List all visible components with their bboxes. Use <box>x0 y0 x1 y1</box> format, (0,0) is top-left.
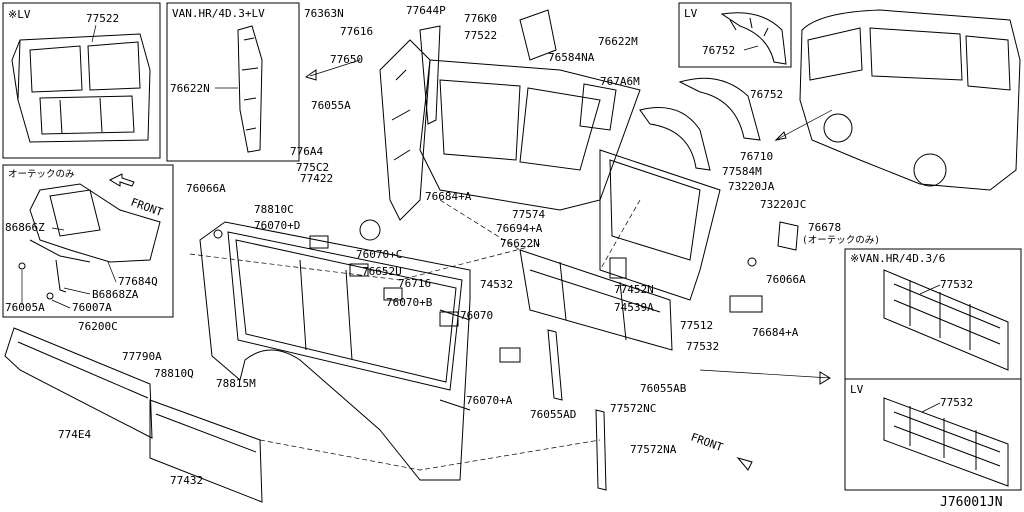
part-label-76070_B: 76070+B <box>386 296 433 309</box>
label-86866Z: 86866Z <box>5 221 45 234</box>
floor-side-panel-lv-shape <box>883 397 1009 487</box>
part-label-775C2: 775C2 <box>296 161 329 174</box>
part-label-77650: 77650 <box>330 53 363 66</box>
part-label-774E4: 774E4 <box>58 428 91 441</box>
part-label-77616: 77616 <box>340 25 373 38</box>
part-label-78810Q: 78810Q <box>154 367 194 380</box>
part-label-77644P: 77644P <box>406 4 446 17</box>
inset-van-hr-36-box <box>844 248 1022 380</box>
inset-otek-front: FRONT <box>129 196 165 220</box>
part-label-76055A: 76055A <box>311 99 351 112</box>
part-label-767A6M: 767A6M <box>600 75 640 88</box>
part-label-76716: 76716 <box>398 277 431 290</box>
part-label-776K0: 776K0 <box>464 12 497 25</box>
pillar-strip-shape <box>547 329 607 491</box>
label-B6868ZA: B6868ZA <box>92 288 139 301</box>
side-outer-panel-shape <box>199 221 471 481</box>
label-76752-inset: 76752 <box>702 44 735 57</box>
inset-otek-title: オーテックのみ <box>8 169 75 180</box>
part-label-77572NA: 77572NA <box>630 443 677 456</box>
part-label-74539A: 74539A <box>614 301 654 314</box>
floor-side-panel-van-shape <box>883 269 1009 371</box>
inset-lv-arch-title: LV <box>684 7 698 20</box>
part-label-76066A: 76066A <box>186 182 226 195</box>
right-side-inner-panel-shape <box>599 149 721 301</box>
part-label-76652U: 76652U <box>362 265 402 278</box>
part-label-77584M: 77584M <box>722 165 762 178</box>
part-label-76070_D: 76070+D <box>254 219 300 232</box>
part-label-776A4: 776A4 <box>290 145 323 158</box>
part-label-78815M: 78815M <box>216 377 256 390</box>
inset-lv-top-title: ※LV <box>8 8 31 21</box>
inset-van-hr-36-title: ※VAN.HR/4D.3/6 <box>850 252 945 265</box>
part-label-77452N: 77452N <box>614 283 654 296</box>
part-label-78810C: 78810C <box>254 203 294 216</box>
part-label-76694_A: 76694+A <box>496 222 543 235</box>
part-label-76070_A: 76070+A <box>466 394 513 407</box>
wheel-arch-lv-shape <box>720 12 787 65</box>
inset-van-hr-box <box>166 2 300 162</box>
inset-lv-arch-box <box>678 2 792 68</box>
part-label-77512: 77512 <box>680 319 713 332</box>
inset-lv-bottom-box <box>844 378 1022 491</box>
part-label-77522: 77522 <box>464 29 497 42</box>
part-label-76070_C: 76070+C <box>356 248 402 261</box>
label-76678: 76678 <box>808 221 841 234</box>
part-label-76752: 76752 <box>750 88 783 101</box>
part-label-76684_A: 76684+A <box>752 326 799 339</box>
vehicle-outline-shape <box>799 9 1021 191</box>
label-77522-inset: 77522 <box>86 12 119 25</box>
part-label-77790A: 77790A <box>122 350 162 363</box>
otek-bracket-shape <box>18 183 161 300</box>
rear-side-upper-shape <box>519 9 617 131</box>
small-brackets-shape <box>213 219 799 363</box>
label-77684Q: 77684Q <box>118 275 158 288</box>
label-76622N-inset: 76622N <box>170 82 210 95</box>
label-76678-note: (オーテックのみ) <box>802 235 880 246</box>
part-label-76584NA: 76584NA <box>548 51 595 64</box>
inset-van-hr-title: VAN.HR/4D.3+LV <box>172 7 265 20</box>
inset-otek-box <box>2 164 174 318</box>
part-label-76066A: 76066A <box>766 273 806 286</box>
part-label-74532: 74532 <box>480 278 513 291</box>
part-label-76055AD: 76055AD <box>530 408 576 421</box>
label-77532-inset-b: 77532 <box>940 396 973 409</box>
part-label-76055AB: 76055AB <box>640 382 687 395</box>
rear-pillar-shape <box>379 25 441 221</box>
diagram-code: J76001JN <box>940 495 1003 510</box>
label-76007A: 76007A <box>72 301 112 314</box>
label-76005A: 76005A <box>5 301 45 314</box>
part-label-76363N: 76363N <box>304 7 344 20</box>
part-label-76070: 76070 <box>460 309 493 322</box>
part-label-76684_A: 76684+A <box>425 190 472 203</box>
part-label-76622N: 76622N <box>500 237 540 250</box>
inset-lv-top-box <box>2 2 161 159</box>
part-label-73220JA: 73220JA <box>728 180 775 193</box>
part-label-77574: 77574 <box>512 208 545 221</box>
part-label-77422: 77422 <box>300 172 333 185</box>
label-77532-inset-a: 77532 <box>940 278 973 291</box>
part-label-76200C: 76200C <box>78 320 118 333</box>
part-label-77432: 77432 <box>170 474 203 487</box>
part-label-77572NC: 77572NC <box>610 402 656 415</box>
rear-panel-inner-lv-shape <box>11 33 151 143</box>
front-label-main: FRONT <box>689 431 725 455</box>
floor-rear-panel-shape <box>519 249 673 351</box>
rear-panel-inner-shape <box>419 59 641 211</box>
inset-lv-bottom-title: LV <box>850 383 864 396</box>
part-label-73220JC: 73220JC <box>760 198 806 211</box>
wheel-arch-shape <box>639 77 761 171</box>
sill-panel-774E4-shape <box>4 327 153 439</box>
part-label-76710: 76710 <box>740 150 773 163</box>
part-label-77532: 77532 <box>686 340 719 353</box>
pillar-reinforcement-van-shape <box>237 25 263 153</box>
sill-panel-77432-shape <box>149 399 263 503</box>
part-label-76622M: 76622M <box>598 35 638 48</box>
